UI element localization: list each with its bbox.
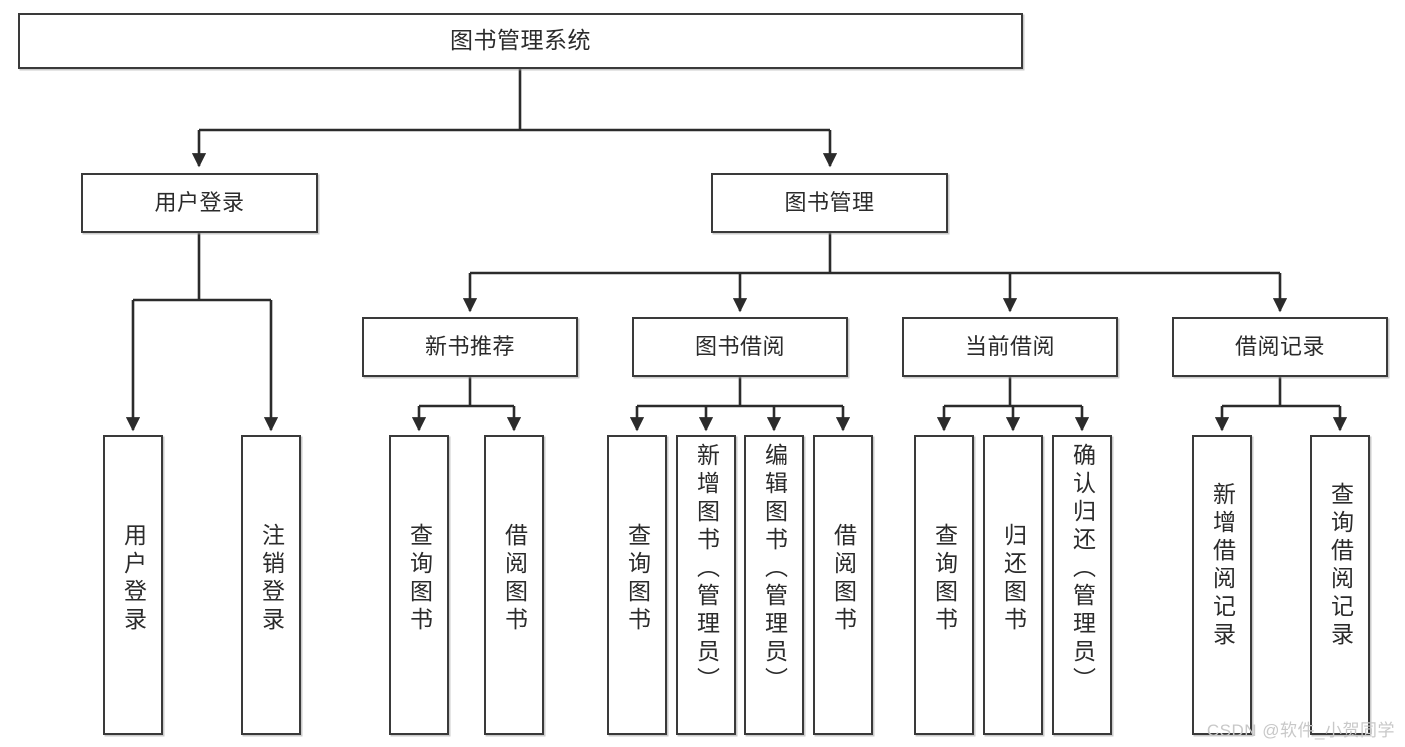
leaf-current-borrow-return[interactable]: 归还图书 [983, 435, 1043, 735]
node-label: 用户登录 [120, 523, 147, 635]
node-borrow-records[interactable]: 借阅记录 [1172, 317, 1388, 377]
node-book-borrow[interactable]: 图书借阅 [632, 317, 848, 377]
node-label: 查询图书 [406, 523, 433, 635]
watermark-text: CSDN @软件_小贺同学 [1206, 721, 1395, 740]
leaf-book-borrow-borrow[interactable]: 借阅图书 [813, 435, 873, 735]
leaf-new-book-query[interactable]: 查询图书 [389, 435, 449, 735]
node-label: 当前借阅 [964, 334, 1055, 360]
leaf-book-borrow-edit[interactable]: 编辑图书（管理员） [744, 435, 804, 735]
node-current-borrow[interactable]: 当前借阅 [902, 317, 1118, 377]
node-root-system[interactable]: 图书管理系统 [18, 13, 1023, 69]
leaf-current-borrow-query[interactable]: 查询图书 [914, 435, 974, 735]
leaf-borrow-record-query[interactable]: 查询借阅记录 [1310, 435, 1370, 735]
node-label: 新书推荐 [424, 334, 515, 360]
leaf-book-borrow-query[interactable]: 查询图书 [607, 435, 667, 735]
node-new-book-recommend[interactable]: 新书推荐 [362, 317, 578, 377]
node-label: 用户登录 [154, 190, 245, 216]
node-label: 注销登录 [258, 523, 285, 635]
node-label: 新增图书（管理员） [693, 443, 720, 695]
leaf-user-login-logout[interactable]: 注销登录 [241, 435, 301, 735]
node-label: 借阅图书 [501, 523, 528, 635]
node-label: 查询图书 [624, 523, 651, 635]
node-label: 借阅记录 [1234, 334, 1325, 360]
leaf-user-login-login[interactable]: 用户登录 [103, 435, 163, 735]
leaf-current-borrow-confirm[interactable]: 确认归还（管理员） [1052, 435, 1112, 735]
node-book-management[interactable]: 图书管理 [711, 173, 948, 233]
node-label: 图书借阅 [694, 334, 785, 360]
node-label: 图书管理 [784, 190, 875, 216]
node-label: 查询图书 [931, 523, 958, 635]
node-label: 图书管理系统 [450, 27, 591, 54]
leaf-book-borrow-add[interactable]: 新增图书（管理员） [676, 435, 736, 735]
node-label: 查询借阅记录 [1327, 482, 1354, 650]
node-user-login[interactable]: 用户登录 [81, 173, 318, 233]
leaf-new-book-borrow[interactable]: 借阅图书 [484, 435, 544, 735]
node-label: 编辑图书（管理员） [761, 443, 788, 695]
node-label: 确认归还（管理员） [1069, 443, 1096, 695]
leaf-borrow-record-add[interactable]: 新增借阅记录 [1192, 435, 1252, 735]
node-label: 借阅图书 [830, 523, 857, 635]
node-label: 新增借阅记录 [1209, 482, 1236, 650]
node-label: 归还图书 [1000, 523, 1027, 635]
